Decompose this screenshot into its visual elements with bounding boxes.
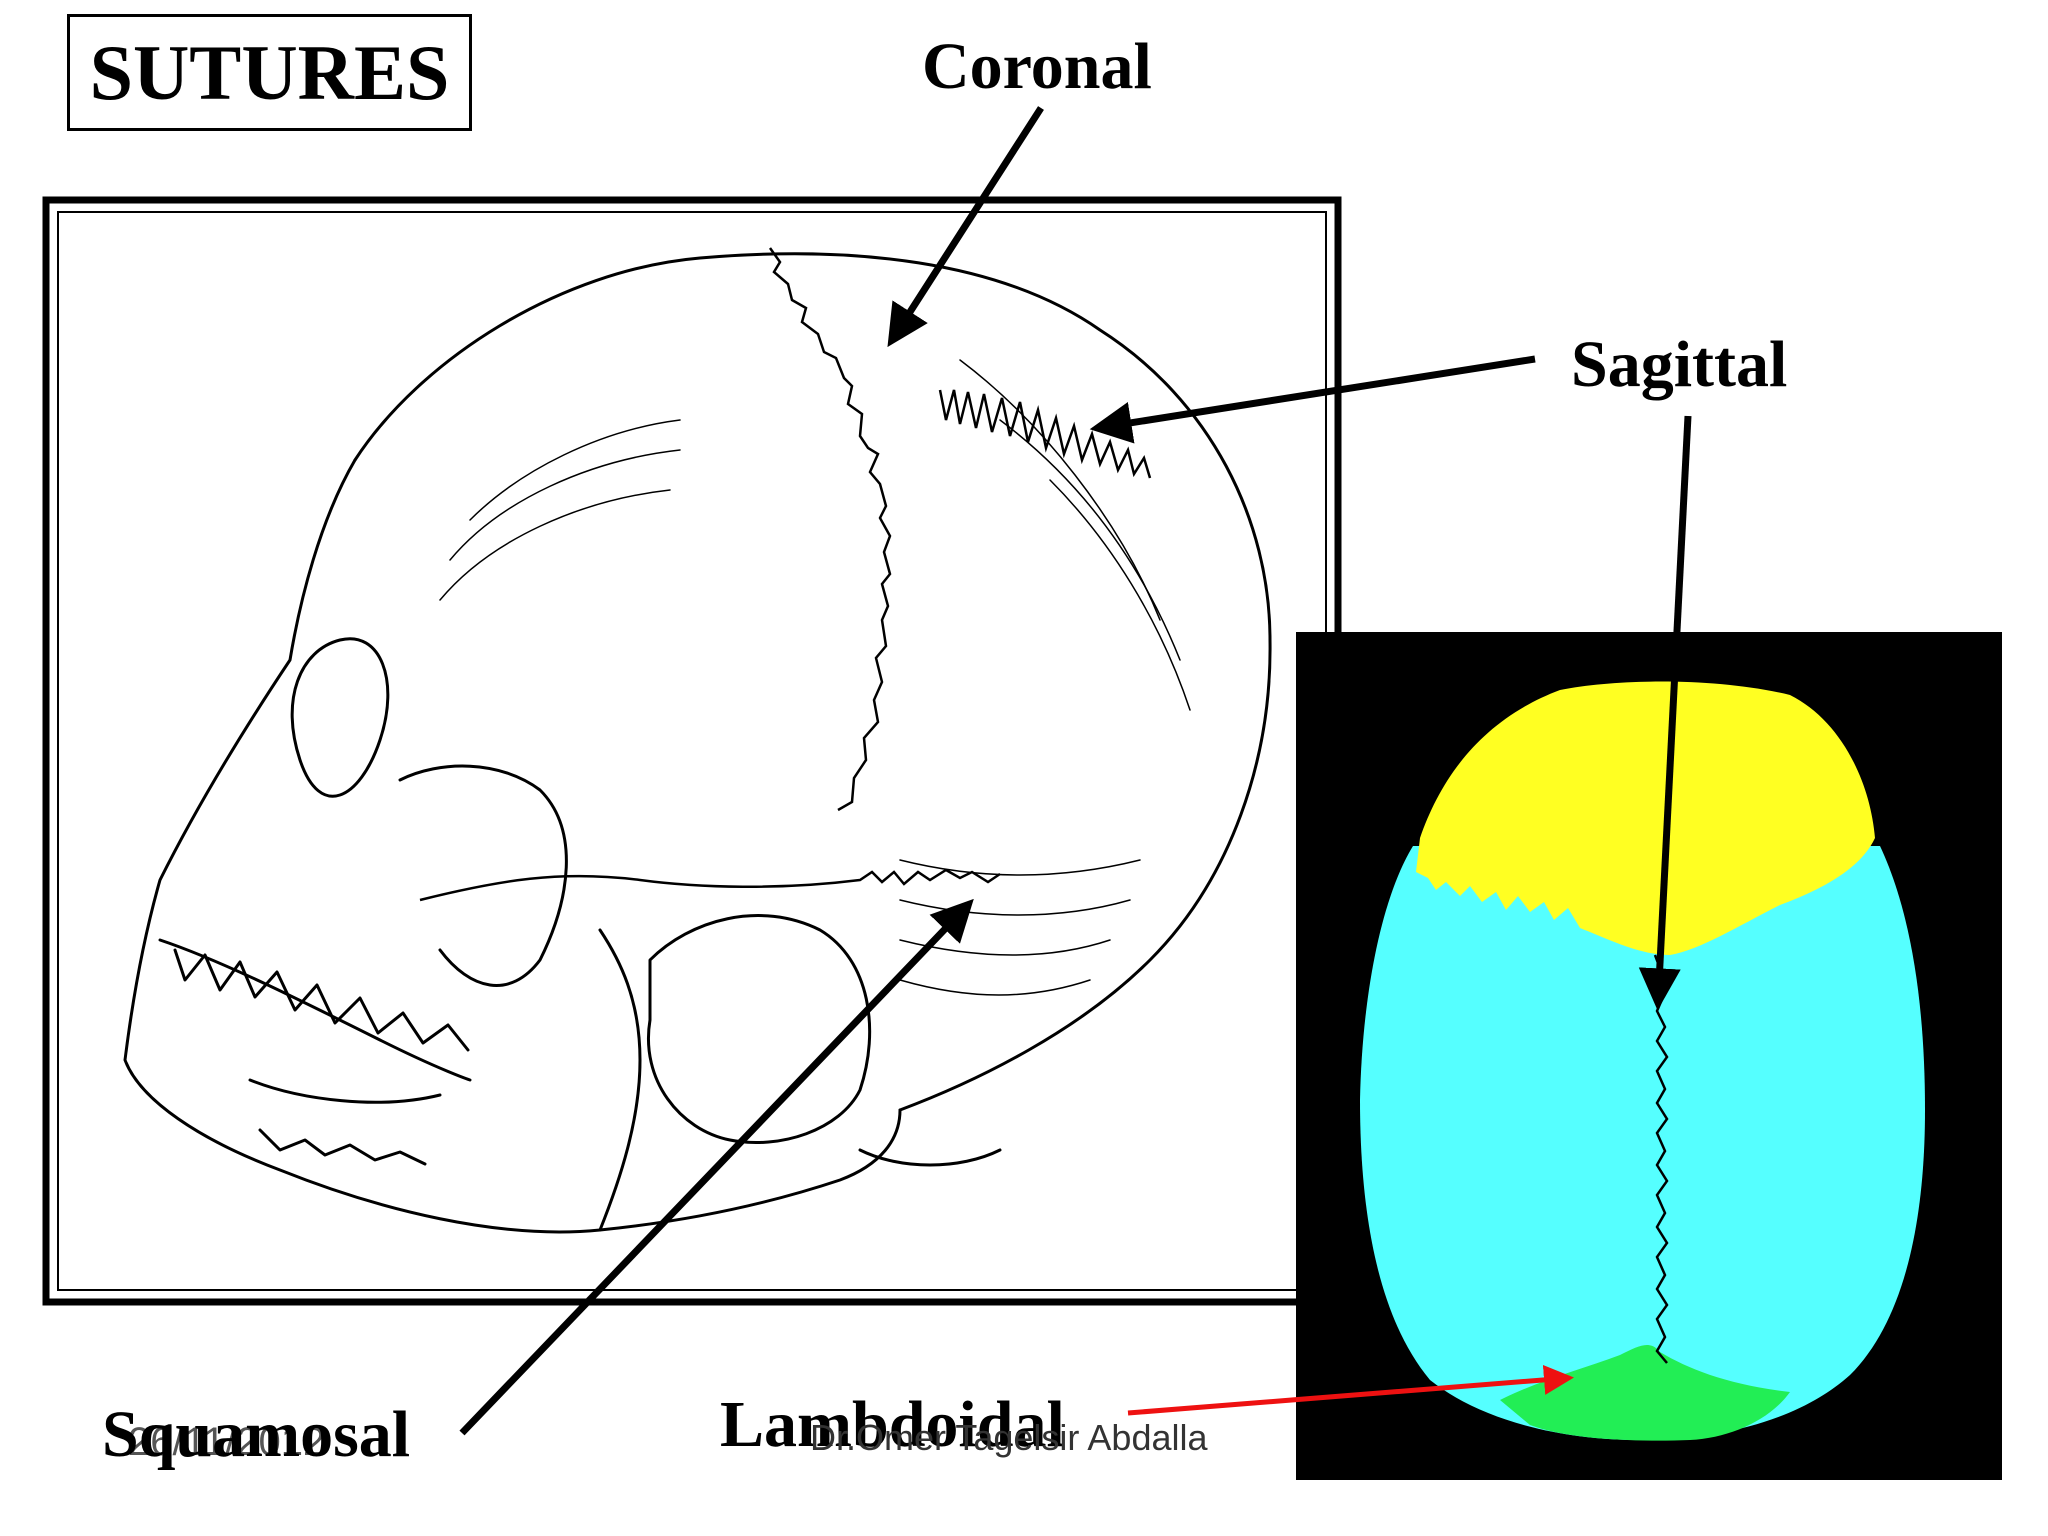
sagittal-arrow-skull (1089, 355, 1536, 444)
label-squamosal: Squamosal (102, 1398, 411, 1471)
slide-title: SUTURES (89, 28, 450, 116)
squamosal-arrow (459, 898, 974, 1436)
label-sagittal: Sagittal (1571, 328, 1788, 401)
sagittal-suture-line (1651, 954, 1669, 1364)
squamosal-suture-line (419, 868, 1001, 902)
footer-date: 26/11/2012 (128, 1420, 326, 1464)
skull-line-art (123, 252, 1272, 1234)
footer-author: Dr.Omer Tagelsir Abdalla (810, 1417, 1208, 1458)
label-lambdoidal: Lambdoidal (720, 1388, 1065, 1461)
lambdoidal-arrow (1127, 1364, 1574, 1416)
title-box: SUTURES (67, 14, 472, 131)
coronal-suture-line (768, 247, 892, 812)
parietal-bones (1360, 846, 1925, 1440)
occipital-bone (1500, 1344, 1790, 1441)
coronal-arrow (887, 106, 1044, 348)
sagittal-suture-hatch (938, 389, 1152, 479)
frontal-bone (1416, 681, 1875, 955)
label-coronal: Coronal (922, 30, 1152, 103)
sagittal-arrow-panel (1638, 415, 1692, 1011)
